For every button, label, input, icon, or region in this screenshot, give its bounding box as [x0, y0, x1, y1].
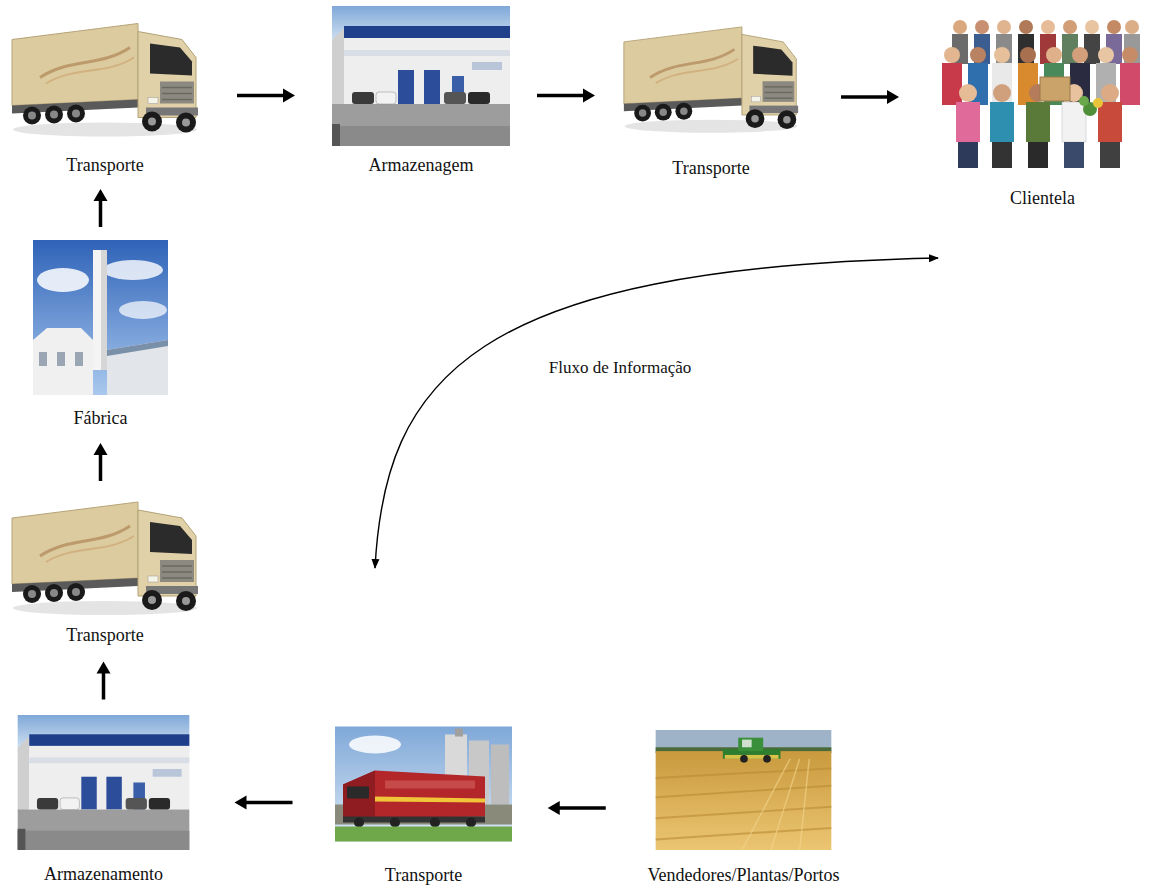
node-caption: Armazenamento	[42, 863, 165, 885]
node-caption: Clientela	[1008, 187, 1077, 209]
arrow-head	[548, 801, 560, 815]
flow-label: Fluxo de Informação	[547, 358, 694, 378]
arrow-head	[94, 443, 108, 455]
picture-node: Transporte	[10, 15, 200, 176]
arrow-shaft	[102, 672, 106, 700]
factory-picture	[33, 240, 168, 395]
flow-arrow	[841, 90, 899, 104]
crowd-picture	[942, 20, 1140, 168]
node-caption: Transporte	[383, 864, 464, 886]
arrow-head	[887, 90, 899, 104]
warehouse-picture	[332, 6, 510, 146]
picture-node: Fábrica	[33, 240, 168, 429]
node-caption: Transporte	[64, 624, 145, 646]
arrow-head	[235, 796, 247, 810]
arrow-shaft	[99, 453, 103, 481]
node-caption: Fábrica	[72, 407, 130, 429]
picture-node: Vendedores/Plantas/Portos	[642, 730, 846, 886]
train-picture	[335, 727, 512, 842]
arrow-shaft	[245, 801, 293, 805]
arrow-head	[283, 89, 295, 103]
flow-arrow	[537, 89, 595, 103]
picture-node: Transporte	[335, 720, 512, 886]
node-caption: Transporte	[670, 157, 751, 179]
arrow-head	[94, 189, 108, 201]
picture-node: Transporte	[622, 15, 800, 179]
flow-arrow	[548, 801, 606, 815]
truck-picture	[12, 24, 198, 137]
flow-arrow	[235, 796, 293, 810]
arrow-shaft	[841, 95, 889, 99]
arrow-shaft	[237, 94, 285, 98]
flow-arrow	[97, 662, 111, 700]
arrow-shaft	[558, 806, 606, 810]
flow-arrow	[237, 89, 295, 103]
arrow-head	[97, 662, 111, 674]
truck-picture	[624, 27, 798, 133]
information-flow-curve	[375, 258, 938, 568]
arrow-shaft	[99, 199, 103, 227]
arrow-head	[583, 89, 595, 103]
arrow-shaft	[537, 94, 585, 98]
warehouse-picture	[18, 715, 190, 850]
flow-arrow	[94, 443, 108, 481]
flow-arrow	[94, 189, 108, 227]
picture-node: Clientela	[940, 5, 1145, 209]
picture-node: Armazenagem	[332, 5, 510, 176]
picture-node: Transporte	[10, 495, 200, 646]
node-caption: Transporte	[64, 154, 145, 176]
picture-node: Armazenamento	[15, 715, 192, 885]
field-picture	[656, 730, 832, 850]
node-caption: Vendedores/Plantas/Portos	[646, 864, 842, 886]
node-caption: Armazenagem	[367, 154, 476, 176]
truck-picture	[12, 502, 198, 615]
